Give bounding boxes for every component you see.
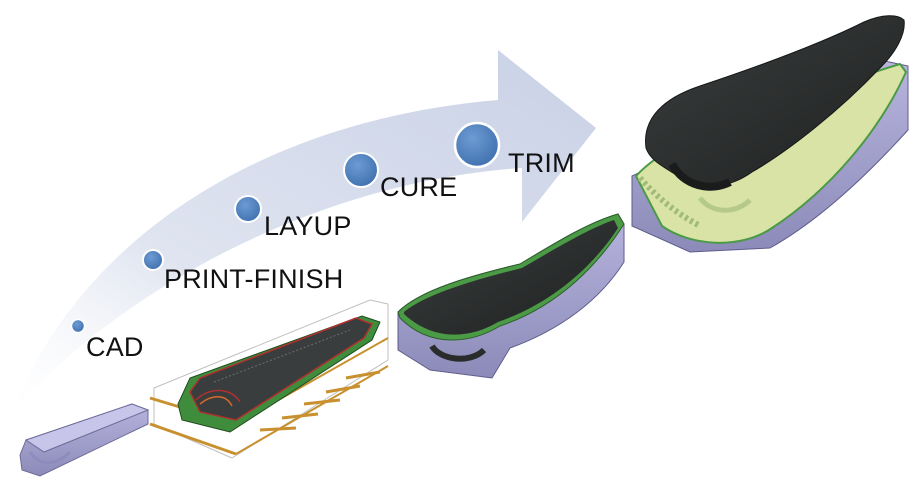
step-label-cad: CAD [86, 332, 144, 362]
step-dot-trim [453, 121, 501, 169]
step-label-layup: LAYUP [264, 211, 352, 241]
process-arrow [12, 50, 596, 412]
step-label-trim: TRIM [508, 148, 575, 178]
step-dot-print-finish [142, 249, 164, 271]
step-dot-cad [70, 318, 86, 334]
layup-mold-icon [397, 213, 625, 379]
step-dots [70, 121, 501, 334]
cad-model-icon [19, 403, 150, 477]
trimmed-part-icon [645, 15, 905, 191]
step-label-print-finish: PRINT-FINISH [164, 264, 344, 294]
step-label-cure: CURE [380, 172, 458, 202]
step-dot-cure [343, 152, 379, 188]
printed-mold-icon [149, 299, 389, 459]
step-dot-layup [234, 195, 262, 223]
